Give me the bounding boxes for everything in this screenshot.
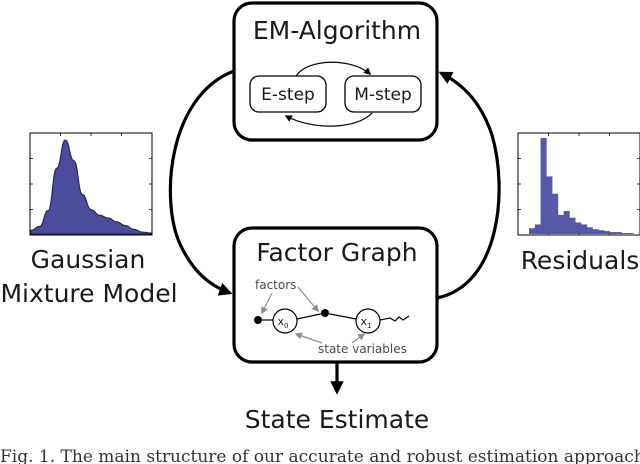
- state-variables-annotation: state variables: [318, 342, 407, 356]
- histogram-bar: [581, 224, 588, 234]
- state-node-x1-label: x1: [361, 315, 372, 330]
- histogram-bar: [609, 232, 616, 234]
- residuals-plot: [517, 132, 640, 236]
- factors-pointer-2: [297, 286, 319, 313]
- gmm-density-curve: [30, 139, 152, 235]
- residuals-label: Residuals: [521, 246, 640, 275]
- em-to-factor-arrow: [168, 69, 235, 296]
- figure-caption: Fig. 1. The main structure of our accura…: [0, 447, 640, 464]
- em-algorithm-title: EM-Algorithm: [253, 16, 421, 45]
- e-to-m-arrow: [295, 61, 372, 77]
- state-estimate-label: State Estimate: [245, 405, 430, 434]
- m-to-e-arrow: [284, 112, 373, 127]
- histogram-bar: [534, 224, 541, 234]
- histogram-bar: [615, 232, 622, 234]
- m-step-box: [344, 75, 422, 113]
- factors-annotation: factors: [255, 278, 296, 292]
- m-step-label: M-step: [354, 85, 412, 105]
- gmm-label-line2: Mixture Model: [0, 279, 177, 308]
- state-node-x1: [355, 308, 381, 334]
- histogram-bar: [575, 222, 582, 234]
- histogram-bar: [569, 217, 576, 234]
- gmm-plot: [29, 132, 153, 236]
- edge-x0-f1: [296, 312, 326, 320]
- factor-node-0: [254, 316, 262, 324]
- histogram-bar: [598, 230, 605, 234]
- histogram-bar: [604, 231, 611, 234]
- factors-pointer-1: [261, 292, 273, 315]
- edge-f1-x1: [324, 312, 357, 320]
- factor-graph-title: Factor Graph: [256, 238, 417, 267]
- histogram-bar: [552, 193, 559, 234]
- state-node-x0-label: x0: [278, 315, 289, 330]
- histogram-bar: [592, 229, 599, 234]
- e-step-label: E-step: [261, 85, 315, 105]
- residuals-plot-frame: [517, 132, 640, 236]
- histogram-bar: [546, 176, 553, 234]
- state-node-x0: [272, 308, 298, 334]
- histogram-bar: [529, 228, 536, 234]
- factor-node-1: [321, 309, 329, 317]
- state-pointer-1: [294, 332, 323, 344]
- state-pointer-2: [351, 333, 366, 344]
- histogram-bar: [621, 233, 628, 234]
- histogram-bar: [557, 214, 564, 234]
- residuals-histogram-bars: [529, 138, 634, 234]
- factor-to-em-arrow: [436, 71, 501, 300]
- histogram-bar: [563, 210, 570, 234]
- histogram-bar: [540, 138, 547, 234]
- histogram-bar: [586, 227, 593, 234]
- edge-x1-trailing: [379, 315, 410, 322]
- e-step-box: [249, 75, 327, 113]
- histogram-bar: [627, 233, 634, 234]
- gmm-label-line1: Gaussian: [31, 245, 146, 274]
